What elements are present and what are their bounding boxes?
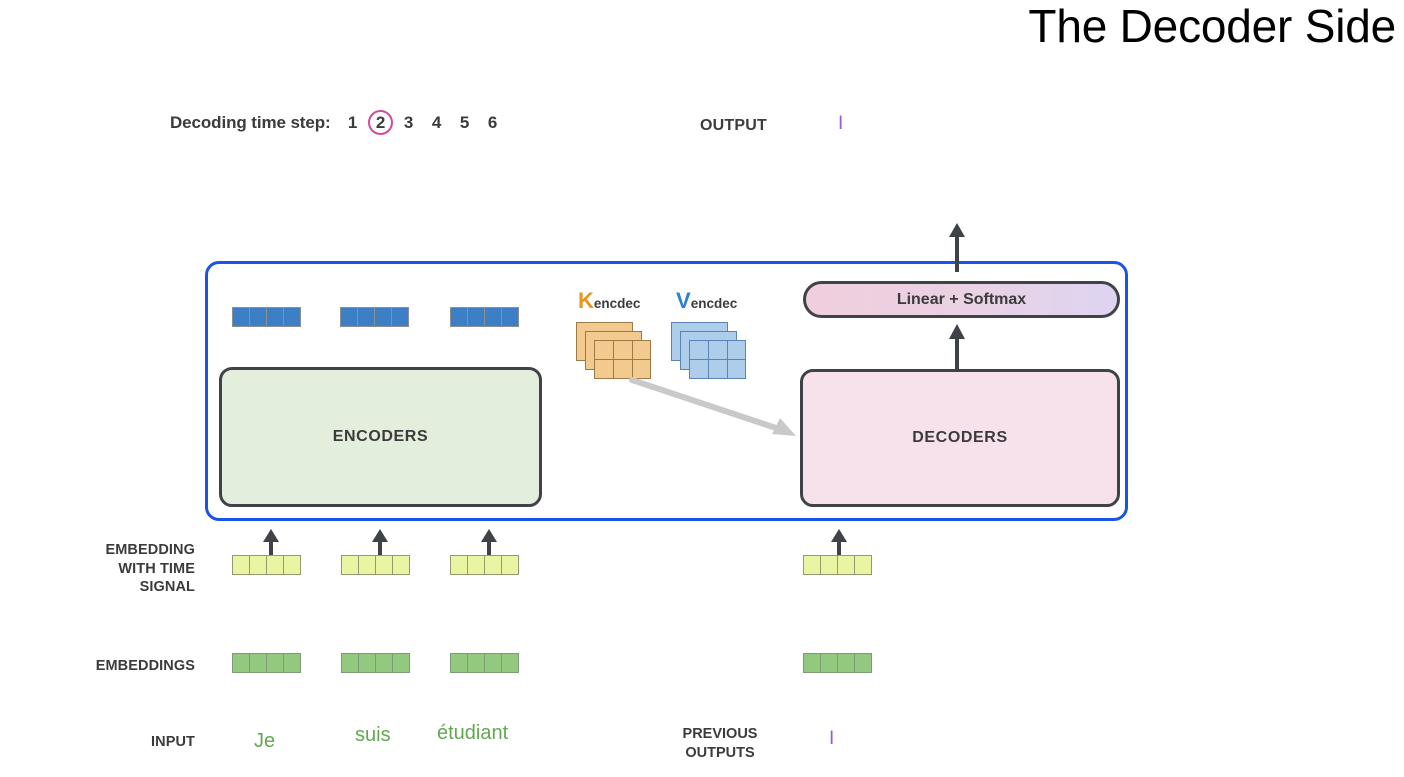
vector-cell [249,653,267,673]
time-step-5[interactable]: 5 [459,113,470,132]
previous-outputs-label: PREVIOUS OUTPUTS [655,725,785,763]
input-word-je: Je [254,730,276,752]
vector-cell [232,653,250,673]
vector-cell [232,307,250,327]
v-letter: V [676,288,691,313]
vector-cell [283,653,301,673]
vector-cell [837,555,855,575]
v-subscript: encdec [690,296,738,311]
encoder-output-vector-3 [450,307,519,327]
v-encdec-matrix-stack [671,322,755,379]
vector-cell [266,653,284,673]
encdec-attention-arrow-glyph [629,377,796,436]
embedding-time-vector-3 [450,555,519,575]
vector-cell [501,555,519,575]
embeddings-vector-2 [341,653,410,673]
vector-cell [450,653,468,673]
decoding-time-step-row: Decoding time step: 1 2 3 4 5 6 [170,110,507,135]
vector-cell [357,307,375,327]
vector-cell [358,653,376,673]
vector-cell [340,307,358,327]
vector-cell [484,555,502,575]
vector-cell [266,307,284,327]
v-encdec-label: Vencdec [676,288,737,314]
previous-outputs-line-2: OUTPUTS [685,744,755,761]
vector-cell [374,307,392,327]
vector-cell [341,555,359,575]
time-step-3[interactable]: 3 [403,113,414,132]
vector-cell [820,653,838,673]
vector-cell [837,653,855,673]
vector-cell [391,307,409,327]
vector-cell [266,555,284,575]
vector-cell [803,653,821,673]
vector-cell [358,555,376,575]
vector-cell [392,555,410,575]
encoder-output-vector-2 [340,307,409,327]
vector-cell [450,555,468,575]
vector-cell [501,307,519,327]
embeddings-vector-decoder [803,653,872,673]
time-step-4[interactable]: 4 [431,113,442,132]
vector-cell [803,555,821,575]
embedding-time-vector-1 [232,555,301,575]
encdec-attention-arrow [629,377,810,448]
vector-cell [467,307,485,327]
vector-cell [283,307,301,327]
vector-cell [375,653,393,673]
embedding-time-vector-2 [341,555,410,575]
output-arrow [948,222,966,272]
decoding-time-step-label: Decoding time step: [170,113,331,132]
encoders-block: ENCODERS [219,367,542,507]
embedding-with-time-signal-label: EMBEDDING WITH TIME SIGNAL [20,541,195,597]
vector-cell [467,555,485,575]
embeddings-label: EMBEDDINGS [95,658,195,674]
label-line-1: EMBEDDING [105,542,195,558]
input-label: INPUT [151,734,195,750]
k-subscript: encdec [593,296,641,311]
vector-cell [341,653,359,673]
vector-cell [484,307,502,327]
label-line-2: WITH TIME [118,560,195,577]
vector-cell [820,555,838,575]
decoder-to-linear-arrow [948,322,966,372]
k-encdec-matrix-stack [576,322,660,379]
decoders-block: DECODERS [800,369,1120,507]
k-encdec-label: Kencdec [578,288,640,314]
vector-cell [484,653,502,673]
vector-cell [249,555,267,575]
linear-softmax-block: Linear + Softmax [803,281,1120,318]
vector-cell [854,653,872,673]
transformer-frame [205,261,1128,521]
vector-cell [249,307,267,327]
input-word-suis: suis [355,724,391,746]
output-arrow-glyph [949,223,965,272]
time-step-6[interactable]: 6 [487,113,498,132]
vector-cell [467,653,485,673]
embeddings-vector-3 [450,653,519,673]
embeddings-vector-1 [232,653,301,673]
vector-cell [450,307,468,327]
previous-output-token: I [829,728,835,749]
output-label: OUTPUT [700,117,767,134]
vector-cell [392,653,410,673]
time-step-2[interactable]: 2 [367,110,395,135]
previous-outputs-line-1: PREVIOUS [682,726,758,742]
vector-cell [375,555,393,575]
output-token: I [838,113,844,134]
vector-cell [854,555,872,575]
input-word-etudiant: étudiant [437,722,509,744]
time-step-1[interactable]: 1 [347,113,358,132]
encoder-output-vector-1 [232,307,301,327]
k-letter: K [578,288,594,313]
vector-cell [501,653,519,673]
label-line-3: SIGNAL [139,579,195,596]
vector-cell [232,555,250,575]
vector-cell [283,555,301,575]
embedding-time-vector-decoder [803,555,872,575]
page-title: The Decoder Side [1028,0,1396,52]
